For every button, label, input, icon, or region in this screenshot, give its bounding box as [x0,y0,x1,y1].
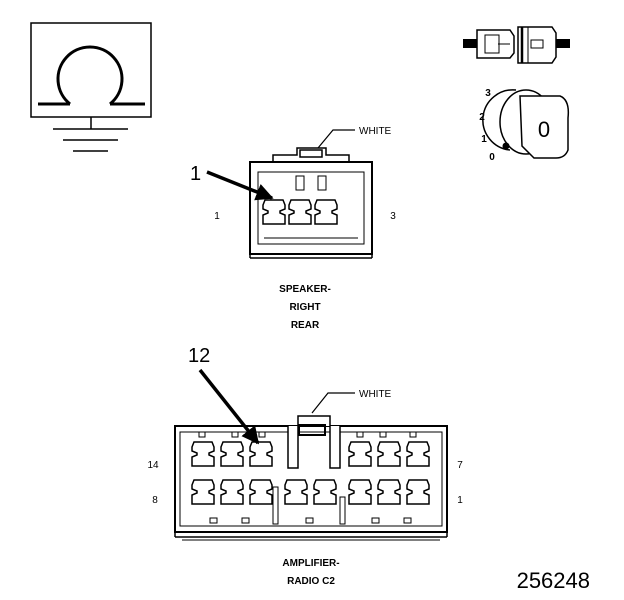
speaker-cavity-3 [314,199,338,225]
amp-callout-arrow [198,368,260,445]
amp-name-line-1: AMPLIFIER- [282,558,339,569]
amp-color-leader [311,392,355,414]
amp-cavity-bottom-1 [191,479,215,505]
amp-cavity-12 [249,441,273,467]
amp-cavity-8-top [406,441,430,467]
speaker-cavity-2 [288,199,312,225]
speaker-callout-arrow [206,170,274,201]
amp-top-right-pin-label: 7 [457,460,463,471]
speaker-cavity-1 [262,199,286,225]
amp-cavity-9 [377,441,401,467]
connector-plug-icon [463,26,570,64]
speaker-color-label: WHITE [359,126,392,137]
speaker-name-line-2: RIGHT [289,302,320,313]
speaker-name-line-1: SPEAKER- [279,284,331,295]
amp-cavity-bottom-7 [377,479,401,505]
amp-cavity-13 [220,441,244,467]
speaker-name-line-3: REAR [291,320,320,331]
amp-top-left-pin-label: 14 [147,460,159,471]
amp-cavity-bottom-6 [348,479,372,505]
key-position-3: 3 [485,88,491,99]
amplifier-connector [174,415,448,541]
figure-number: 256248 [517,568,590,593]
amp-cavity-10 [348,441,372,467]
ground-symbol-icon [30,22,152,152]
key-position-0: 0 [489,152,495,163]
amp-name-line-2: RADIO C2 [287,576,335,587]
speaker-callout-number: 1 [190,163,201,185]
amp-cavity-bottom-4 [284,479,308,505]
key-position-1: 1 [481,134,487,145]
amp-callout-number: 12 [188,345,210,367]
key-position-2: 2 [479,112,485,123]
amp-bottom-right-pin-label: 1 [457,495,463,506]
amp-bottom-left-pin-label: 8 [152,495,158,506]
amp-cavity-bottom-2 [220,479,244,505]
key-label: 0 [538,117,550,142]
speaker-left-pin-label: 1 [214,211,220,222]
amp-cavity-bottom-8 [406,479,430,505]
speaker-connector [249,147,373,259]
amp-cavity-bottom-3 [249,479,273,505]
speaker-right-pin-label: 3 [390,211,396,222]
amp-cavity-bottom-5 [313,479,337,505]
amp-color-label: WHITE [359,389,392,400]
amp-cavity-14 [191,441,215,467]
ignition-key-icon: 3 2 1 0 0 [479,88,570,163]
speaker-color-leader [317,129,355,149]
